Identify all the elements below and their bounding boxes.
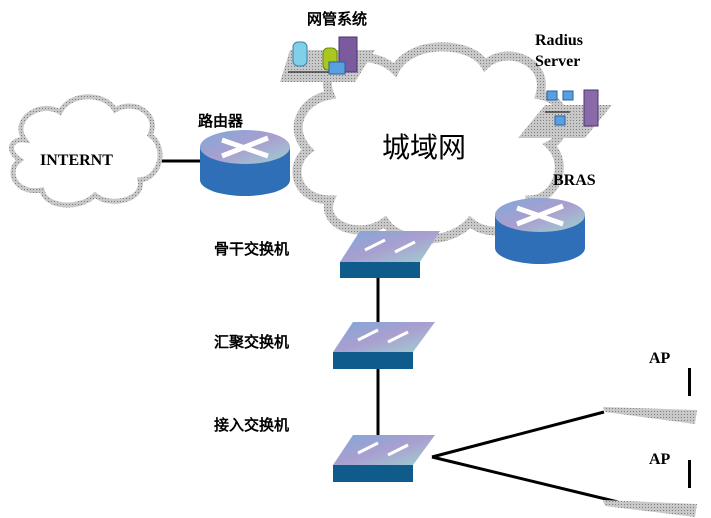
- radius-label-line2: Server: [535, 53, 581, 70]
- ap-label: AP: [649, 451, 671, 468]
- metro-network-label: 城域网: [382, 131, 467, 164]
- nms-label: 网管系统: [307, 10, 368, 28]
- internet-cloud: [9, 94, 163, 208]
- links: [140, 159, 619, 504]
- router-label: 路由器: [198, 112, 244, 130]
- link-access-ap1: [431, 410, 605, 459]
- radius-label-line1: Radius: [535, 32, 584, 49]
- access-switch-label: 接入交换机: [214, 416, 290, 434]
- backbone-switch-label: 骨干交换机: [214, 240, 290, 258]
- access-point-icon: [603, 460, 697, 517]
- network-management-system-icon: [280, 36, 375, 82]
- ap-label: AP: [649, 350, 671, 367]
- access-switch-icon: [333, 435, 435, 482]
- router-icon: [200, 130, 290, 196]
- backbone-switch-icon: [340, 231, 440, 278]
- access-point-icon: [603, 368, 697, 424]
- radius-server-icon: [518, 89, 612, 138]
- bras-label: BRAS: [553, 172, 596, 189]
- internet-label: INTERNT: [40, 152, 113, 169]
- aggregation-switch-label: 汇聚交换机: [214, 333, 290, 351]
- bras-router-icon: [495, 198, 585, 264]
- aggregation-switch-icon: [333, 322, 435, 369]
- link-access-ap2: [431, 455, 619, 504]
